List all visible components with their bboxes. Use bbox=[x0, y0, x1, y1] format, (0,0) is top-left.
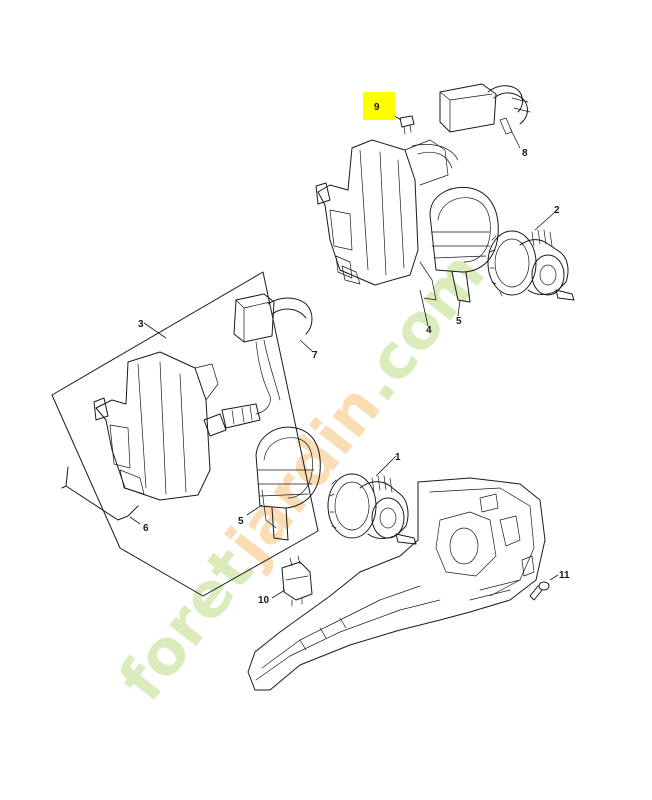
upper-leaders bbox=[419, 289, 461, 327]
callout-4: 4 bbox=[426, 325, 432, 336]
watermark-text-com: .com bbox=[338, 238, 499, 415]
callout-2: 2 bbox=[554, 205, 560, 216]
callout-5-upper: 5 bbox=[456, 316, 462, 327]
part-5-fan-cover-lower bbox=[246, 426, 321, 541]
callout-6: 6 bbox=[143, 523, 149, 534]
part-7-module bbox=[203, 293, 314, 437]
callout-9: 9 bbox=[374, 102, 380, 113]
part-11-screw bbox=[529, 574, 559, 601]
callout-11: 11 bbox=[559, 570, 570, 581]
callout-7: 7 bbox=[312, 350, 318, 361]
part-6-wire bbox=[61, 466, 141, 525]
callout-3: 3 bbox=[138, 319, 144, 330]
part-2-motor bbox=[487, 211, 575, 301]
part-10-switch bbox=[271, 555, 313, 607]
callout-8: 8 bbox=[522, 148, 528, 159]
upper-housing bbox=[315, 139, 459, 286]
part-1-motor bbox=[327, 455, 417, 545]
callout-10: 10 bbox=[258, 595, 270, 606]
part-3-housing bbox=[93, 351, 219, 501]
machine-body bbox=[247, 477, 546, 691]
part-3-group-box bbox=[51, 271, 319, 597]
callout-1: 1 bbox=[395, 452, 401, 463]
part-9-highlight-box bbox=[363, 92, 395, 120]
callout-5-lower: 5 bbox=[238, 516, 244, 527]
watermark-text-jardin: jardin bbox=[210, 371, 395, 579]
upper-fan-cover bbox=[419, 186, 499, 303]
watermark-text-foret: foret bbox=[104, 534, 267, 714]
part-8-module bbox=[439, 83, 531, 149]
